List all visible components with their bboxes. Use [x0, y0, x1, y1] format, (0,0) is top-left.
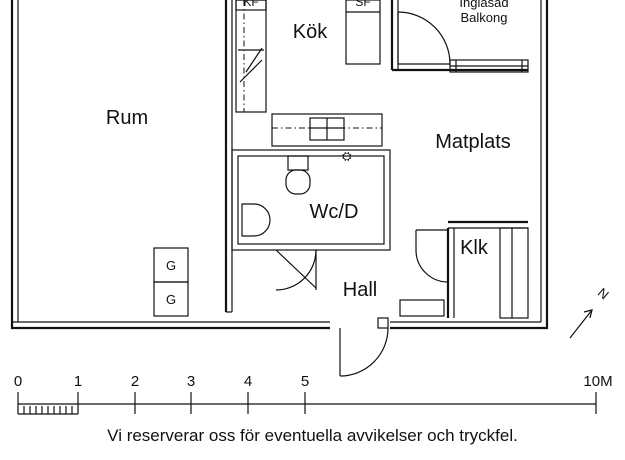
- balcony-window: [449, 59, 529, 73]
- room-label-wc: Wc/D: [310, 201, 359, 223]
- scale-tick-1: 1: [74, 373, 82, 390]
- room-label-balcony-line1: Inglasad: [459, 0, 508, 10]
- cabinet-bottom-label: G: [166, 292, 176, 307]
- scale-subticks: [23, 406, 73, 414]
- shower-icon: ⛭: [342, 149, 352, 163]
- doors: [275, 11, 451, 377]
- cabinet-bottom: [153, 281, 189, 317]
- scale-tick-0: 0: [14, 373, 22, 390]
- kitchen-counters: [235, 0, 383, 147]
- wc-fixtures: ⛭: [241, 149, 352, 237]
- room-label-balcony-line2: Balkong: [461, 10, 508, 25]
- hall-shelf: [399, 299, 445, 317]
- room-label-kitchen: Kök: [293, 21, 328, 43]
- freezer-label: SF: [355, 0, 370, 9]
- north-arrow: N: [569, 285, 612, 339]
- room-label-closet: Klk: [460, 237, 489, 259]
- cabinet-top-label: G: [166, 258, 176, 273]
- room-label-dining: Matplats: [435, 131, 511, 153]
- scale-tick-2: 2: [131, 373, 139, 390]
- scale-tick-4: 4: [244, 373, 252, 390]
- fridge-label: KF: [243, 0, 258, 9]
- scale-bar: 0 1 2 3 4 5 10M: [14, 373, 613, 415]
- interior-walls: [224, 0, 529, 319]
- cabinets: G G: [153, 247, 189, 317]
- room-label-living: Rum: [106, 107, 148, 129]
- outer-walls: [10, 0, 549, 330]
- scale-tick-5: 5: [301, 373, 309, 390]
- scale-tick-3: 3: [187, 373, 195, 390]
- north-label: N: [595, 285, 612, 303]
- room-label-hall: Hall: [343, 279, 377, 301]
- scale-tick-10: 10M: [583, 373, 612, 390]
- disclaimer-text: Vi reserverar oss för eventuella avvikel…: [107, 426, 518, 445]
